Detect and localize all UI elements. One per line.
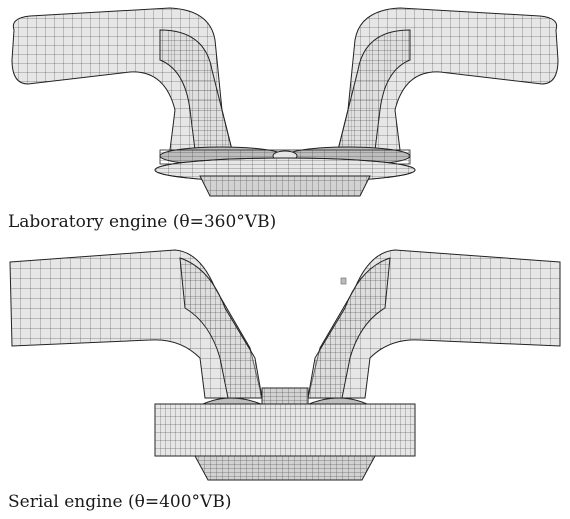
laboratory-engine-mesh-drawing <box>11 7 559 197</box>
mesh-marker <box>340 277 347 285</box>
serial-engine-mesh <box>0 248 570 488</box>
right-intake-port <box>337 7 559 151</box>
left-intake-port <box>11 7 233 151</box>
serial-engine-mesh-drawing <box>9 249 561 481</box>
right-intake-port-serial <box>307 249 561 399</box>
combustion-chamber <box>154 157 416 197</box>
laboratory-engine-mesh <box>0 0 570 200</box>
serial-engine-caption: Serial engine (θ=400°VB) <box>8 492 232 512</box>
cylinder-block <box>154 403 416 481</box>
left-intake-port-serial <box>9 249 263 399</box>
laboratory-engine-caption: Laboratory engine (θ=360°VB) <box>8 212 277 232</box>
